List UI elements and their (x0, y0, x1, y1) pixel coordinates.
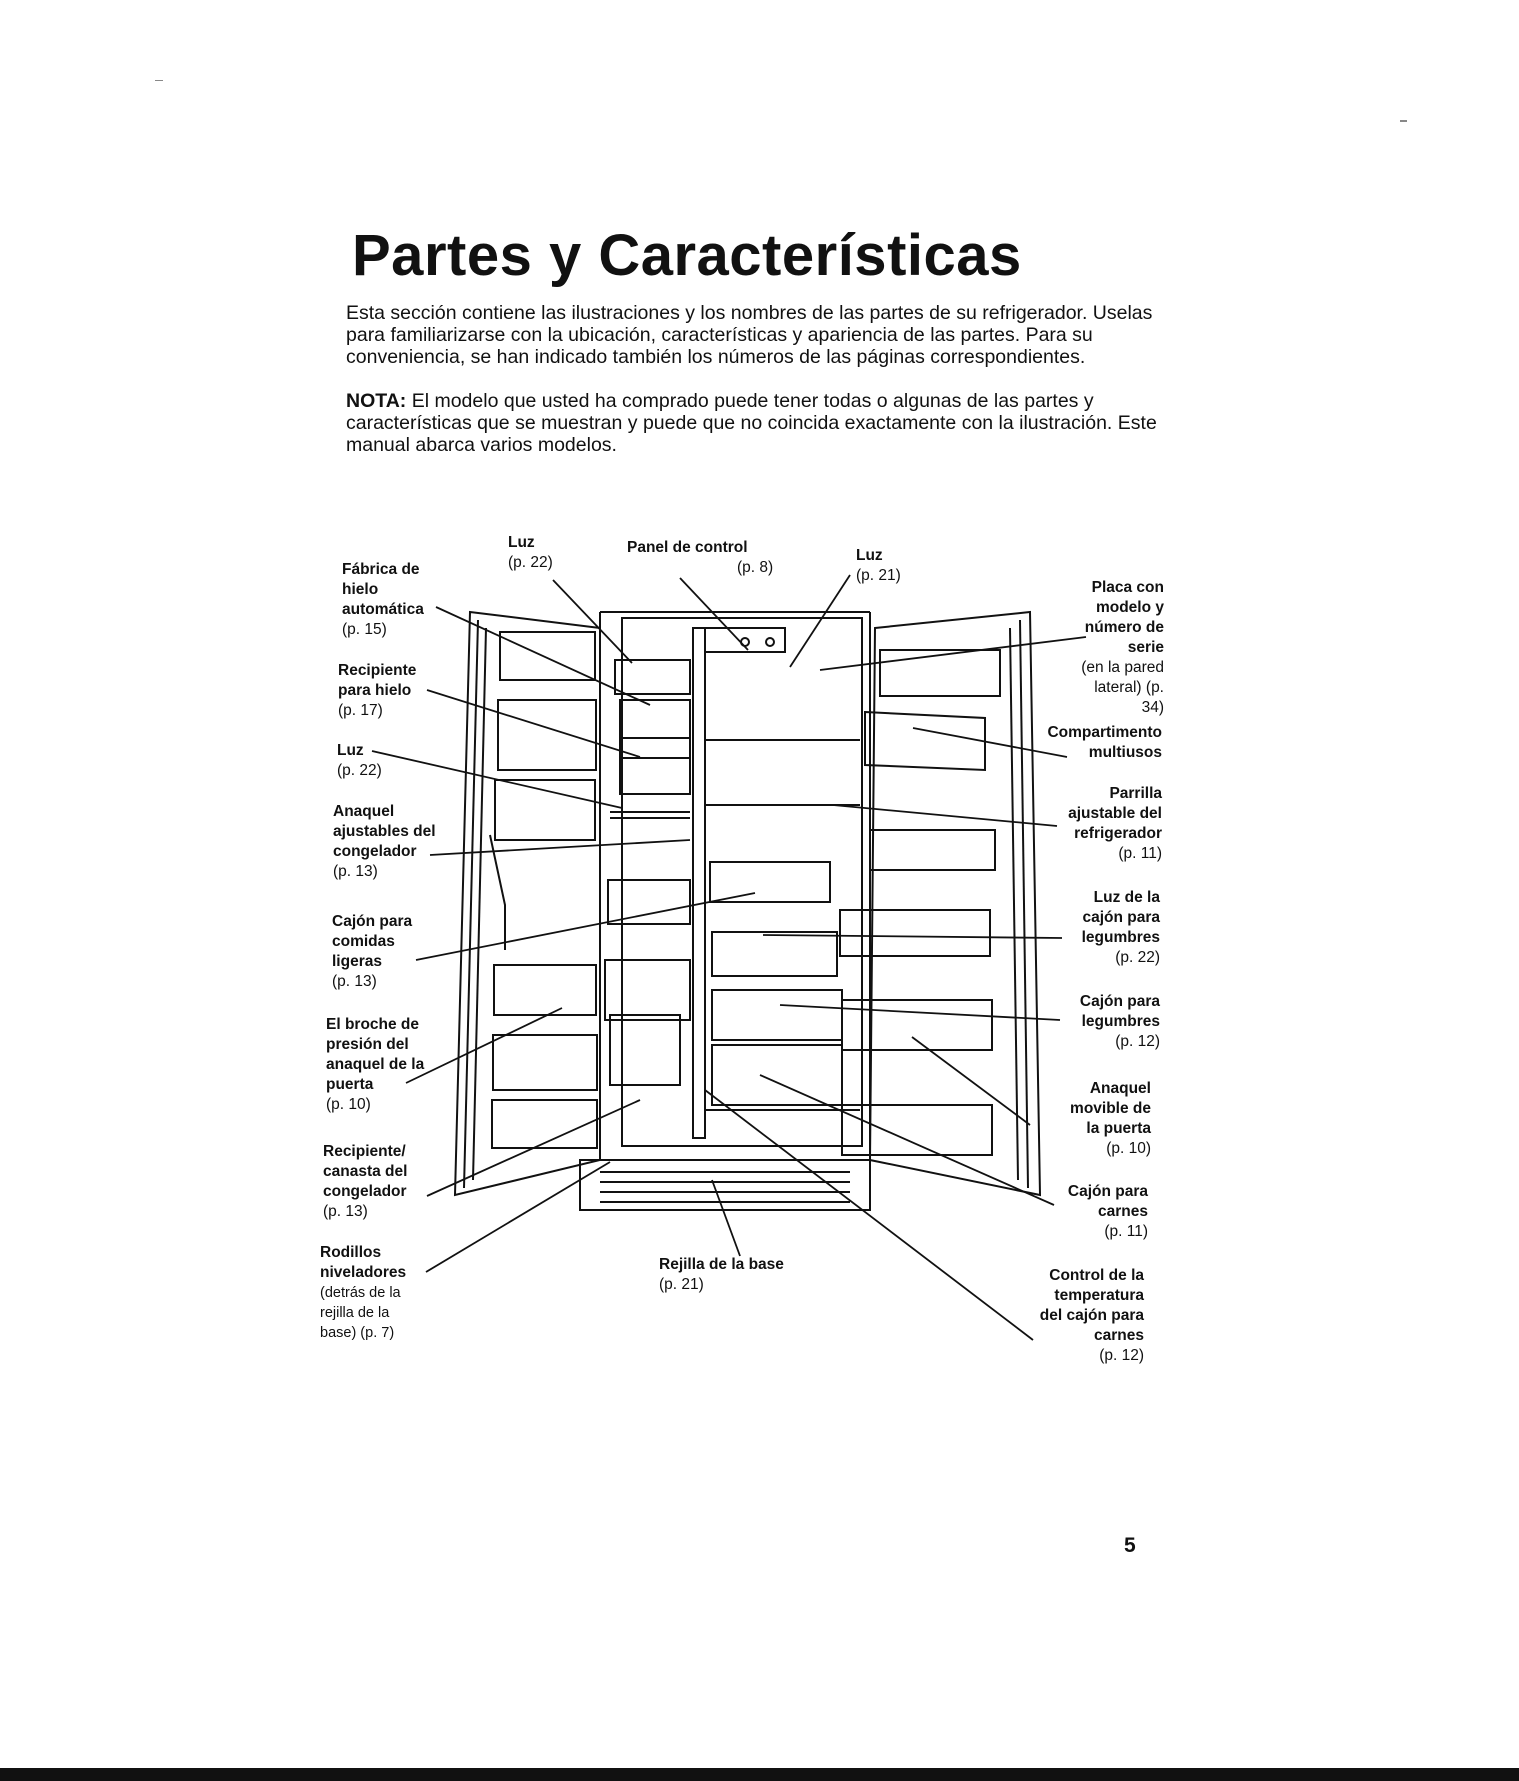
label-fridge-shelf: Parrilla ajustable del refrigerador (p. … (1068, 785, 1162, 862)
label-crisper-light: Luz de la cajón para legumbres (p. 22) (1081, 889, 1160, 966)
label-top-light-left: Luz (p. 22) (508, 534, 553, 571)
label-top-light-right: Luz (p. 21) (856, 547, 901, 584)
label-control-panel: Panel de control (p. 8) (627, 539, 774, 576)
label-leveling-rollers: Rodillos niveladores (detrás de la rejil… (320, 1244, 407, 1341)
fresh-food-interior (705, 739, 860, 1111)
label-ice-maker: Fábrica de hielo automática (p. 15) (342, 561, 424, 638)
intro-paragraph: Esta sección contiene las ilustraciones … (346, 302, 1153, 368)
label-snack-drawer: Cajón para comidas ligeras (p. 13) (332, 913, 413, 990)
note-paragraph: NOTA: El modelo que usted ha comprado pu… (346, 390, 1186, 456)
label-freezer-basket: Recipiente/ canasta del congelador (p. 1… (323, 1143, 408, 1220)
label-crisper: Cajón para legumbres (p. 12) (1079, 993, 1160, 1050)
label-door-shelf-clip: El broche de presión del anaquel de la p… (326, 1016, 425, 1113)
note-label: NOTA: (346, 390, 407, 412)
label-door-shelf: Anaquel movible de la puerta (p. 10) (1070, 1080, 1151, 1157)
scan-mark (1400, 120, 1407, 122)
scan-mark (155, 80, 163, 81)
freezer-door (453, 610, 601, 1197)
label-meat-drawer: Cajón para carnes (p. 11) (1067, 1183, 1148, 1240)
base-grille (579, 1159, 871, 1211)
freezer-interior (604, 659, 691, 1086)
label-freezer-light: Luz (p. 22) (337, 742, 382, 779)
scan-border (0, 1768, 1519, 1781)
leader-lines (371, 574, 1087, 1341)
page-number: 5 (1124, 1534, 1136, 1557)
label-ice-bin: Recipiente para hielo (p. 17) (338, 662, 417, 719)
label-utility-compartment: Compartimento multiusos (1047, 724, 1162, 761)
page-title: Partes y Características (352, 223, 1022, 288)
label-freezer-shelves: Anaquel ajustables del congelador (p. 13… (333, 803, 436, 880)
label-meat-drawer-control: Control de la temperatura del cajón para… (1039, 1267, 1144, 1364)
label-base-grille: Rejilla de la base (p. 21) (659, 1256, 784, 1293)
note-text: El modelo que usted ha comprado puede te… (346, 390, 1157, 456)
label-model-plate: Placa con modelo y número de serie (en l… (1081, 579, 1164, 716)
fresh-food-door (839, 610, 1042, 1197)
